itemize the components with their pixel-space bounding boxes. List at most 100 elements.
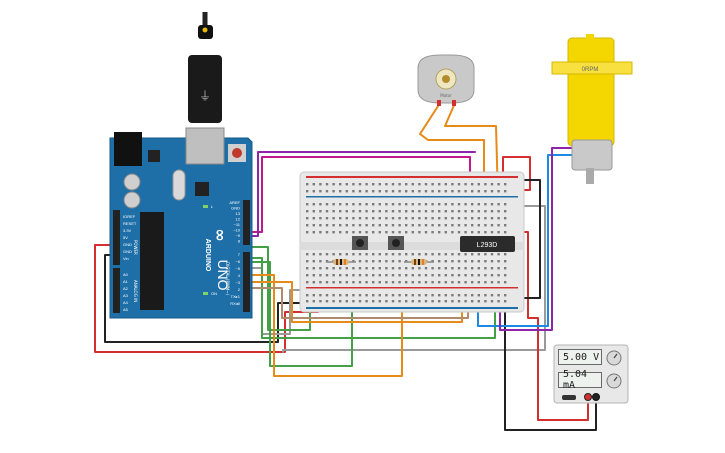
dc-motor-label: Motor xyxy=(440,93,452,98)
pin-label: A3 xyxy=(123,293,129,298)
wire-grey-right[interactable] xyxy=(282,205,546,353)
pin-label: GND xyxy=(123,249,132,254)
pin-label: 2 xyxy=(238,287,241,292)
pin-label: RX◂0 xyxy=(230,301,241,306)
pin-label: ~10 xyxy=(233,228,241,233)
push-button-1[interactable] xyxy=(352,236,368,250)
pin-label: A5 xyxy=(123,307,129,312)
wire-black-psu[interactable] xyxy=(504,299,597,431)
led-label: L xyxy=(211,204,214,209)
resistor-1[interactable] xyxy=(326,259,356,265)
usb-plug[interactable] xyxy=(188,55,222,123)
gear-motor[interactable]: 0RPM xyxy=(551,34,633,184)
wire-black-gnd[interactable] xyxy=(104,254,319,343)
pin-label: 4 xyxy=(238,273,241,278)
breadboard-holes xyxy=(306,183,507,303)
pin-label: 13 xyxy=(236,211,241,216)
pin-label: IOREF xyxy=(123,214,136,219)
pin-label: A4 xyxy=(123,300,129,305)
resistor-2[interactable] xyxy=(404,259,434,265)
rail-bottom-negative-line xyxy=(306,307,518,309)
pin-label: ~3 xyxy=(235,280,240,285)
breadboard[interactable]: L293D xyxy=(299,171,525,313)
rail-bottom-positive-line xyxy=(306,287,518,289)
pin-label: TX▸1 xyxy=(231,294,241,299)
positive-terminal[interactable] xyxy=(584,393,592,401)
digital-header-bottom[interactable] xyxy=(243,252,250,312)
wire-orange-2[interactable] xyxy=(247,281,463,323)
breadboard-center-channel xyxy=(300,242,524,250)
usb-chip xyxy=(195,182,209,196)
pin-label: AREF xyxy=(229,200,240,205)
atmega-chip xyxy=(140,212,164,310)
pin-label: 3.3V xyxy=(123,228,132,233)
digital-header-label: DIGITAL (PWM~) xyxy=(225,262,230,296)
wire-purple-gearmotor[interactable] xyxy=(499,147,573,331)
wire-black-right[interactable] xyxy=(514,179,541,299)
arduino-model-text: UNO xyxy=(215,259,231,290)
power-header[interactable] xyxy=(113,210,120,265)
digital-header-top[interactable] xyxy=(243,200,250,245)
voltage-regulator xyxy=(148,150,160,162)
usb-icon: ⏚ xyxy=(199,89,211,103)
pin-label: ~6 xyxy=(235,259,240,264)
ic-label: L293D xyxy=(477,242,498,249)
led-on xyxy=(203,292,208,295)
l293d-ic[interactable] xyxy=(460,236,515,252)
pin-label: A0 xyxy=(123,272,129,277)
wire-motor-b[interactable] xyxy=(444,102,499,199)
reset-button-cap xyxy=(232,148,242,158)
current-display: 5.04 mA xyxy=(558,369,602,391)
pin-label: A2 xyxy=(123,286,129,291)
pin-label: ~11 xyxy=(234,222,241,227)
led-label: ON xyxy=(211,291,217,296)
rail-top-positive-line xyxy=(306,176,518,178)
arduino-infinity-logo: ∞ xyxy=(211,228,230,241)
rail-top-negative-line xyxy=(306,196,518,198)
wire-red-right[interactable] xyxy=(502,156,531,199)
wire-purple-d10[interactable] xyxy=(247,151,476,237)
pin-label: A1 xyxy=(123,279,129,284)
crystal-oscillator xyxy=(172,169,186,201)
digital-bottom-pin-labels: 7 ~6 ~5 4 ~3 2TX▸1RX◂0 xyxy=(230,252,241,306)
push-button-2[interactable] xyxy=(388,236,404,250)
analog-header[interactable] xyxy=(113,268,120,313)
analog-header-label: ANALOG IN xyxy=(133,280,138,302)
pin-label: 12 xyxy=(236,217,241,222)
power-header-label: POWER xyxy=(133,240,138,255)
pin-label: RESET xyxy=(123,221,137,226)
negative-terminal[interactable] xyxy=(592,393,600,401)
wire-orange-1[interactable] xyxy=(247,274,403,377)
dc-motor-terminal-a[interactable] xyxy=(437,100,441,106)
wire-motor-a[interactable] xyxy=(419,102,485,199)
dc-motor-terminal-b[interactable] xyxy=(452,100,456,106)
capacitor-2 xyxy=(123,191,141,209)
wire-red-psu[interactable] xyxy=(514,231,589,421)
voltage-display: 5.00 V xyxy=(558,349,602,365)
led-l xyxy=(203,205,208,208)
pin-label: GND xyxy=(123,242,132,247)
gear-motor-rpm: 0RPM xyxy=(582,67,599,73)
capacitor-1 xyxy=(123,173,141,191)
dc-motor[interactable]: Motor xyxy=(417,54,475,106)
power-switch[interactable] xyxy=(562,395,576,400)
pin-label: ~5 xyxy=(235,266,240,271)
pin-label: 8 xyxy=(238,239,241,244)
power-jack xyxy=(114,132,142,166)
pin-label: GND xyxy=(231,206,240,211)
current-knob-pointer xyxy=(613,376,618,382)
pin-label: ~9 xyxy=(235,233,240,238)
power-pin-labels: IOREF RESET 3.3V 5V GND GND Vin xyxy=(123,214,137,261)
voltage-knob-pointer xyxy=(613,353,618,359)
wire-green-3[interactable] xyxy=(247,261,353,367)
usb-jack xyxy=(185,127,225,165)
arduino-logo-text: ARDUINO xyxy=(204,239,211,272)
pin-label: 7 xyxy=(238,252,241,257)
pin-label: 5V xyxy=(123,235,128,240)
pin-label: Vin xyxy=(123,256,129,261)
usb-plug-led xyxy=(202,27,208,33)
